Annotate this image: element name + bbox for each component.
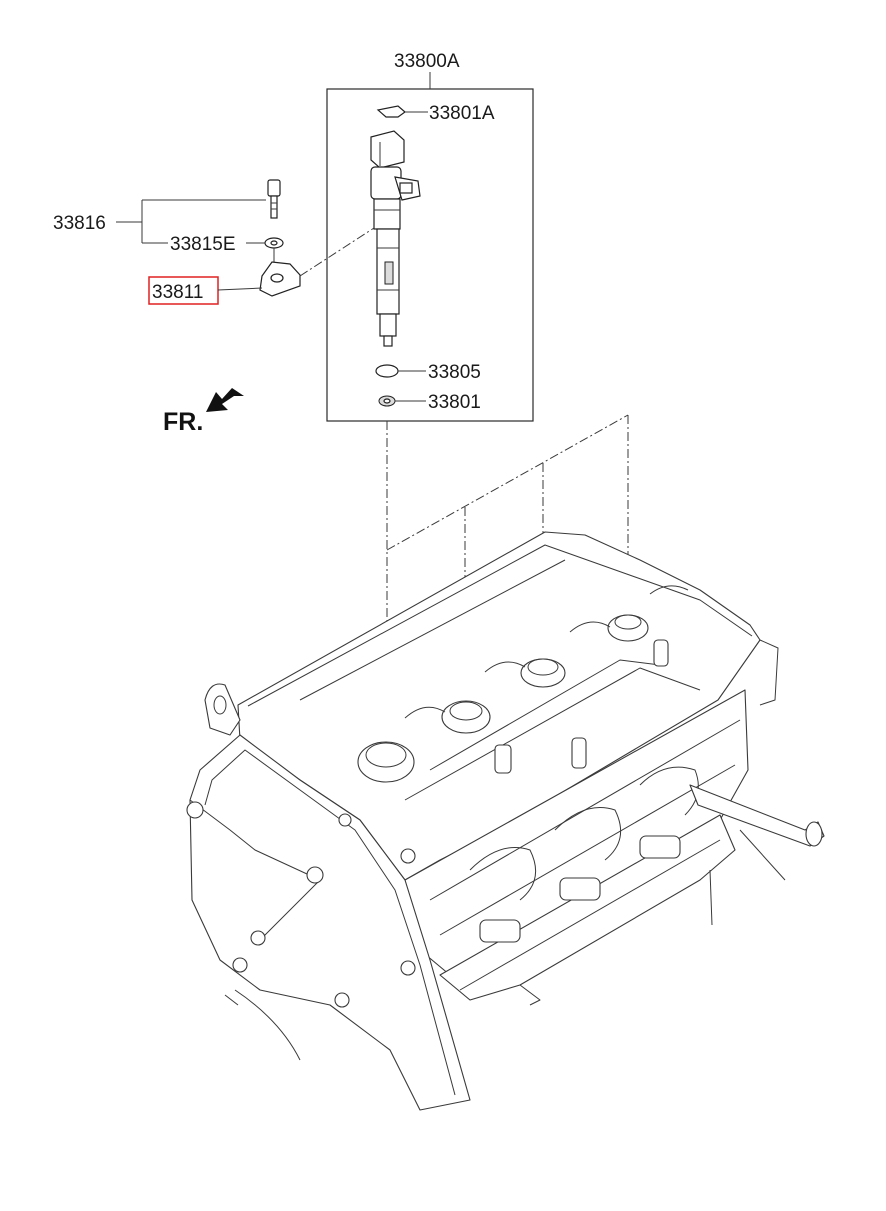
clamp-group: 33816 33815E 33811 bbox=[53, 179, 375, 305]
label-33801A[interactable]: 33801A bbox=[429, 103, 495, 124]
label-33805[interactable]: 33805 bbox=[428, 362, 481, 383]
bolt-part bbox=[267, 179, 281, 219]
label-33800A[interactable]: 33800A bbox=[394, 51, 460, 72]
label-33801[interactable]: 33801 bbox=[428, 392, 481, 413]
label-33815E[interactable]: 33815E bbox=[170, 234, 236, 255]
injector-assembly-group: 33800A 33801A 33805 33801 bbox=[326, 51, 534, 422]
engine-drawing bbox=[186, 531, 825, 1111]
label-33811[interactable]: 33811 bbox=[152, 282, 203, 303]
injector-body bbox=[370, 166, 421, 347]
clip-part bbox=[376, 105, 406, 118]
arrow-down-left-icon bbox=[206, 388, 244, 412]
label-33816[interactable]: 33816 bbox=[53, 213, 106, 234]
highlight-box-33811 bbox=[148, 276, 219, 305]
oring-part bbox=[375, 364, 399, 378]
injector-sleeve bbox=[370, 130, 405, 169]
direction-indicator: FR. bbox=[163, 388, 244, 436]
direction-label: FR. bbox=[163, 408, 203, 436]
